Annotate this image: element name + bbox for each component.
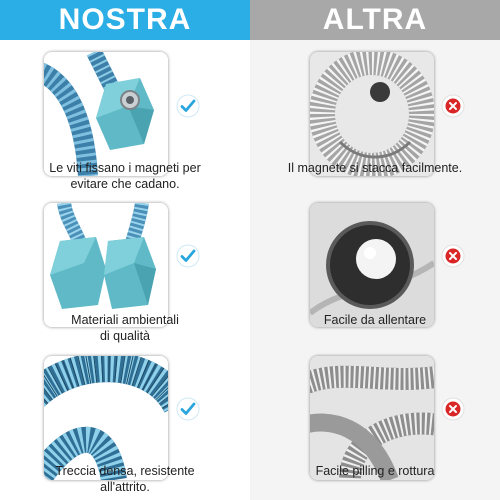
cross-icon [441,94,465,118]
nostra-photo-3 [44,356,168,480]
altra-photo-2 [310,203,434,327]
altra-photo-1 [310,52,434,176]
altra-header: ALTRA [250,0,500,40]
nostra-caption-2: Materiali ambientali di qualità [71,313,179,343]
altra-caption-1: Il magnete si stacca facilmente. [287,161,463,175]
frayed-rope-image [310,52,434,176]
nostra-title: NOSTRA [58,3,192,36]
nostra-caption-1: Le viti fissano i magneti per evitare ch… [49,161,201,191]
check-icon [176,244,200,268]
worn-knot-image [310,356,434,480]
nostra-header: NOSTRA [0,0,250,40]
cross-icon [441,244,465,268]
check-icon [176,94,200,118]
altra-title: ALTRA [322,3,428,36]
altra-caption-3: Facile pilling e rottura [315,464,435,478]
nostra-photo-1 [44,52,168,176]
loose-magnet-image [310,203,434,327]
nostra-caption-3: Treccia densa, resistente all'attrito. [55,464,195,494]
altra-photo-3 [310,356,434,480]
nostra-photo-2 [44,203,168,327]
magnet-bead-image [44,52,168,176]
altra-caption-2: Facile da allentare [323,313,427,327]
dense-braid-image [44,356,168,480]
check-icon [176,397,200,421]
twin-beads-image [44,203,168,327]
cross-icon [441,397,465,421]
